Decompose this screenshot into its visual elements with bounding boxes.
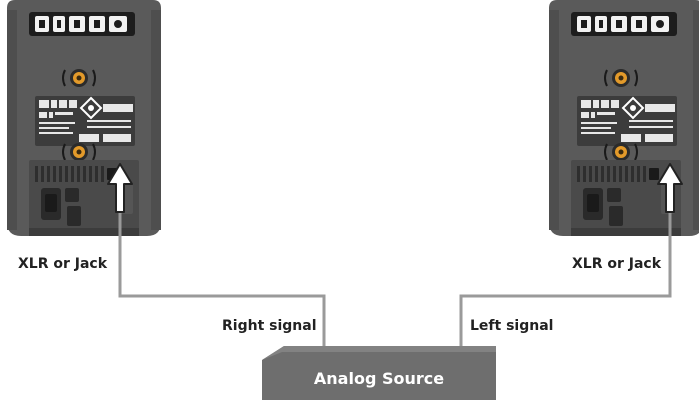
left-signal-label: Left signal — [470, 318, 554, 334]
analog-source-label: Analog Source — [313, 369, 445, 388]
right-speaker-illustration — [548, 0, 699, 237]
left-signal-cable — [459, 178, 672, 346]
left-speaker-illustration — [6, 0, 162, 237]
xlr-or-jack-label-left: XLR or Jack — [18, 256, 108, 272]
up-arrow-icon — [107, 163, 133, 213]
xlr-or-jack-label-right: XLR or Jack — [572, 256, 662, 272]
up-arrow-icon — [657, 163, 683, 213]
analog-source-box — [262, 346, 496, 400]
right-signal-cable — [118, 178, 326, 346]
right-signal-label: Right signal — [222, 318, 317, 334]
